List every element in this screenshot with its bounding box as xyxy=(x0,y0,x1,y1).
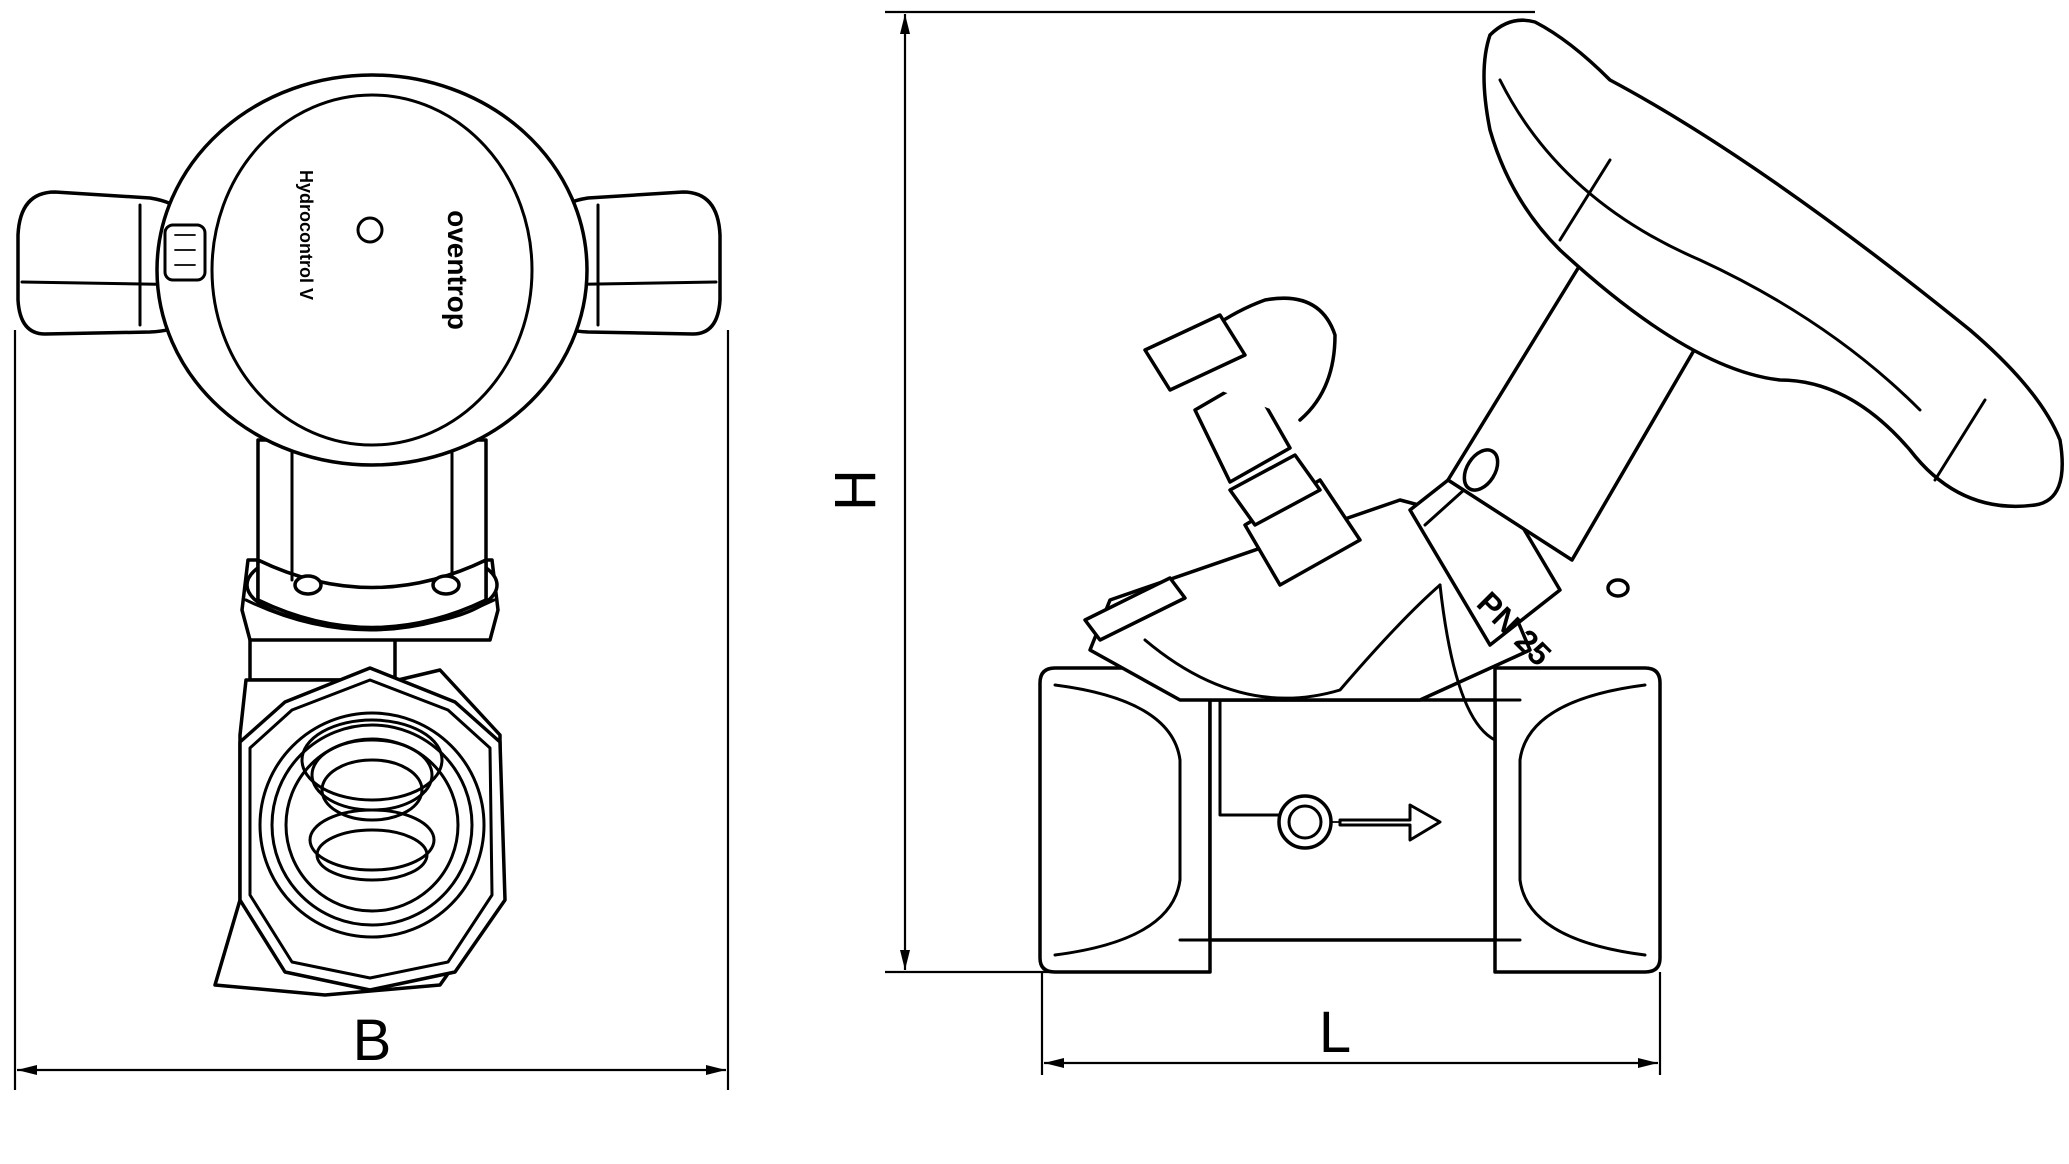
dimension-b: B xyxy=(13,330,730,1090)
dimension-label-l: L xyxy=(1319,1000,1351,1065)
cap-model-text: Hydrocontrol V xyxy=(296,170,316,300)
front-hex-body xyxy=(213,628,507,997)
dimension-h: H xyxy=(823,10,1535,974)
cap-brand-text: oventrop xyxy=(442,210,473,330)
dimension-l: L xyxy=(1040,972,1662,1075)
test-valve xyxy=(1143,296,1362,587)
front-stem xyxy=(256,438,488,630)
side-port xyxy=(1083,576,1187,642)
side-right-connection xyxy=(1493,666,1662,974)
side-view: PN 25 xyxy=(1038,18,2064,974)
side-handwheel xyxy=(1482,18,2064,509)
drain-plug xyxy=(1277,794,1333,850)
side-left-connection xyxy=(1038,666,1212,974)
front-view: oventrop Hydrocontrol V xyxy=(16,73,722,997)
front-bore xyxy=(258,711,486,939)
front-handwheel xyxy=(16,73,722,467)
dimension-label-b: B xyxy=(353,1008,392,1073)
dimension-label-h: H xyxy=(823,469,888,511)
